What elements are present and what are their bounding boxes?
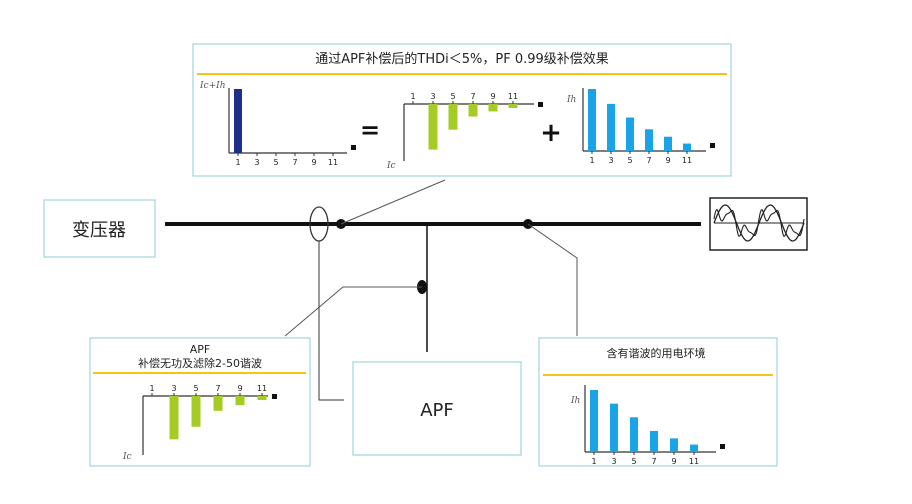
compensation-current-chart: 1 3 5 7 9 11 <box>403 92 543 161</box>
x-tick-label-1: 1 <box>149 384 154 393</box>
bar-order-7 <box>468 104 478 117</box>
bar-order-7 <box>213 396 223 411</box>
distorted-waveform-icon <box>709 197 808 251</box>
transformer-box <box>43 199 156 258</box>
bar-order-9 <box>670 438 678 452</box>
bar-order-9 <box>235 396 245 406</box>
bar-order-11 <box>690 444 698 452</box>
x-tick-label-3: 3 <box>430 92 435 101</box>
x-tick-label-7: 7 <box>470 92 475 101</box>
x-tick-label-9: 9 <box>237 384 242 393</box>
bar-order-3 <box>610 403 618 452</box>
left-panel: APF 补偿无功及滤除2-50谐波 Ic 1 3 5 7 9 11 <box>89 337 311 467</box>
axis-label-ic: Ic <box>386 161 396 171</box>
distorted-wave <box>713 208 805 238</box>
x-tick-label-5: 5 <box>627 156 632 165</box>
x-tick-label-7: 7 <box>215 384 220 393</box>
ct-signal-line <box>318 241 344 401</box>
transformer-label: 变压器 <box>72 220 126 241</box>
apf-box-label: APF <box>420 400 454 421</box>
apf-unit: APF <box>352 361 522 456</box>
right-panel-title: 含有谐波的用电环境 <box>607 346 706 360</box>
apf-compensation-chart: 1 3 5 7 9 11 <box>142 384 277 455</box>
x-tick-label-5: 5 <box>273 158 278 167</box>
axis-end-marker <box>351 145 356 150</box>
top-panel-title: 通过APF补偿后的THDi＜5%，PF 0.99级补偿效果 <box>315 51 609 67</box>
axis-end-marker <box>720 444 725 449</box>
bar-order-5 <box>630 417 638 452</box>
bar-order-3 <box>428 104 438 150</box>
harmonic-current-chart: 1 3 5 7 9 11 <box>582 88 715 165</box>
x-tick-label-9: 9 <box>671 457 676 466</box>
bar-order-11 <box>508 104 518 108</box>
x-tick-label-9: 9 <box>311 158 316 167</box>
right-panel: 含有谐波的用电环境 Ih 1 3 5 7 9 11 <box>538 337 778 467</box>
x-tick-label-3: 3 <box>611 457 616 466</box>
x-tick-label-1: 1 <box>235 158 240 167</box>
bar-order-9 <box>488 104 498 112</box>
axis-end-marker <box>538 102 543 107</box>
bar-order-7 <box>650 430 658 452</box>
top-panel-border <box>192 43 732 177</box>
x-tick-label-11: 11 <box>508 92 518 101</box>
bar-order-11 <box>683 143 691 151</box>
x-tick-label-7: 7 <box>646 156 651 165</box>
bar-order-1 <box>234 89 242 153</box>
x-tick-label-11: 11 <box>689 457 699 466</box>
bar-order-3 <box>607 103 615 151</box>
bar-order-5 <box>626 117 634 151</box>
left-panel-title-line2: 补偿无功及滤除2-50谐波 <box>138 356 262 370</box>
bar-order-3 <box>169 396 179 440</box>
axis-end-marker <box>710 143 715 148</box>
x-tick-label-5: 5 <box>631 457 636 466</box>
x-tick-label-11: 11 <box>257 384 267 393</box>
bar-order-1 <box>590 390 598 452</box>
callout-line-top <box>340 179 446 225</box>
bar-order-9 <box>664 136 672 151</box>
x-tick-label-9: 9 <box>490 92 495 101</box>
bar-order-1 <box>588 89 596 151</box>
circuit-lines <box>165 179 701 401</box>
plus-sign: + <box>540 118 562 148</box>
bar-order-11 <box>257 396 267 400</box>
axis-end-marker <box>272 394 277 399</box>
x-tick-label-1: 1 <box>589 156 594 165</box>
bar-order-5 <box>191 396 201 427</box>
bar-order-5 <box>448 104 458 130</box>
left-panel-title-line1: APF <box>190 343 211 356</box>
equals-sign: = <box>360 116 380 144</box>
x-tick-label-3: 3 <box>254 158 259 167</box>
x-tick-label-3: 3 <box>608 156 613 165</box>
sine-wave <box>713 204 805 242</box>
axis-label-ih: Ih <box>570 396 580 406</box>
transformer: 变压器 <box>43 199 156 258</box>
x-tick-label-5: 5 <box>450 92 455 101</box>
x-tick-label-3: 3 <box>171 384 176 393</box>
callout-line-left <box>284 286 422 337</box>
apf-box <box>352 361 522 456</box>
x-tick-label-11: 11 <box>682 156 692 165</box>
x-tick-label-11: 11 <box>328 158 338 167</box>
axis-label-ic: Ic <box>122 452 132 462</box>
x-tick-label-5: 5 <box>193 384 198 393</box>
x-tick-label-1: 1 <box>410 92 415 101</box>
x-tick-label-7: 7 <box>651 457 656 466</box>
axis-label-ih: Ih <box>566 95 576 105</box>
callout-line-right <box>527 223 578 336</box>
x-tick-label-7: 7 <box>292 158 297 167</box>
x-tick-label-1: 1 <box>591 457 596 466</box>
bar-order-7 <box>645 129 653 151</box>
harmonic-environment-chart: 1 3 5 7 9 11 <box>584 385 725 466</box>
x-tick-label-9: 9 <box>665 156 670 165</box>
axis-label-ic-ih: Ic+Ih <box>199 81 226 91</box>
combined-current-chart: 1 3 5 7 9 11 <box>228 88 356 167</box>
